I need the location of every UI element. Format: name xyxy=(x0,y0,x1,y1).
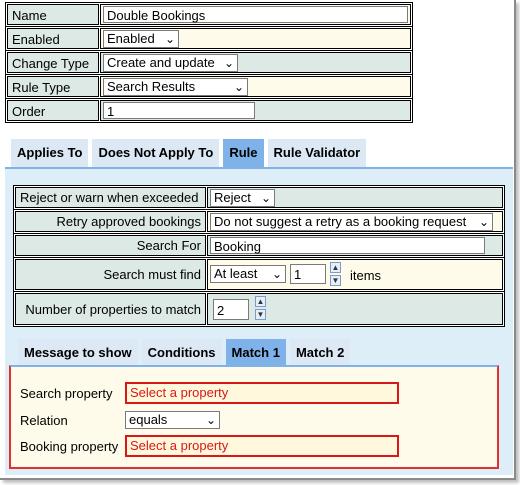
rule-properties-table: Name Double Bookings Enabled Enabled ⌄ C… xyxy=(5,2,413,123)
reject-row: Reject or warn when exceeded Reject ⌄ xyxy=(14,186,504,210)
booking-property-select[interactable]: Select a property xyxy=(125,435,399,457)
name-label: Name xyxy=(7,4,99,25)
must-find-spinner: ▲ ▼ xyxy=(330,262,341,288)
num-props-spinner: ▲ ▼ xyxy=(255,296,266,322)
change-type-label: Change Type xyxy=(7,52,99,73)
search-for-label: Search For xyxy=(15,235,206,256)
relation-label: Relation xyxy=(20,413,68,428)
arrow-down-icon[interactable]: ▼ xyxy=(255,309,266,320)
tab-rule[interactable]: Rule xyxy=(223,139,264,167)
must-find-mode-select[interactable]: At least ⌄ xyxy=(210,265,286,283)
num-props-row: Number of properties to match 2 ▲ ▼ xyxy=(14,292,504,326)
rule-type-select-value: Search Results xyxy=(107,79,196,94)
name-row: Name Double Bookings xyxy=(6,3,412,27)
chevron-down-icon: ⌄ xyxy=(205,413,216,427)
search-for-row: Search For Booking xyxy=(14,234,504,258)
enabled-select-value: Enabled xyxy=(107,31,155,46)
chevron-down-icon: ⌄ xyxy=(233,80,244,94)
reject-select-value: Reject xyxy=(214,190,251,205)
relation-select-value: equals xyxy=(129,412,168,427)
num-props-input[interactable]: 2 xyxy=(213,299,249,320)
change-type-select[interactable]: Create and update ⌄ xyxy=(103,54,238,72)
enabled-label: Enabled xyxy=(7,28,99,49)
main-tabs: Applies To Does Not Apply To Rule Rule V… xyxy=(11,139,370,167)
change-type-cell: Create and update ⌄ xyxy=(100,52,411,73)
rule-type-label: Rule Type xyxy=(7,76,99,97)
search-for-cell: Booking xyxy=(207,235,503,256)
chevron-down-icon: ⌄ xyxy=(223,56,234,70)
reject-label: Reject or warn when exceeded xyxy=(15,187,206,208)
rule-panel: Reject or warn when exceeded Reject ⌄ Re… xyxy=(5,167,513,475)
num-props-cell: 2 ▲ ▼ xyxy=(207,293,503,325)
enabled-cell: Enabled ⌄ xyxy=(100,28,411,49)
match-tabs: Message to show Conditions Match 1 Match… xyxy=(18,339,354,367)
name-cell: Double Bookings xyxy=(100,4,411,25)
match-panel: Search property Select a property Relati… xyxy=(9,365,499,469)
order-cell: 1 xyxy=(100,100,411,121)
change-type-row: Change Type Create and update ⌄ xyxy=(6,51,412,75)
must-find-count-input[interactable]: 1 xyxy=(290,264,326,284)
rule-type-row: Rule Type Search Results ⌄ xyxy=(6,75,412,99)
tab-message-to-show[interactable]: Message to show xyxy=(18,339,138,367)
search-property-select[interactable]: Select a property xyxy=(125,382,399,404)
retry-label: Retry approved bookings xyxy=(15,211,206,232)
enabled-row: Enabled Enabled ⌄ xyxy=(6,27,412,51)
tab-rule-validator[interactable]: Rule Validator xyxy=(267,139,367,167)
rule-type-cell: Search Results ⌄ xyxy=(100,76,411,97)
relation-select[interactable]: equals ⌄ xyxy=(125,411,220,429)
name-input[interactable]: Double Bookings xyxy=(103,6,408,23)
arrow-up-icon[interactable]: ▲ xyxy=(255,296,266,307)
chevron-down-icon: ⌄ xyxy=(164,32,175,46)
tab-match-2[interactable]: Match 2 xyxy=(289,339,351,367)
reject-select[interactable]: Reject ⌄ xyxy=(210,189,275,207)
tab-does-not-apply-to[interactable]: Does Not Apply To xyxy=(92,139,220,167)
must-find-mode-value: At least xyxy=(214,266,258,281)
rule-settings-table: Reject or warn when exceeded Reject ⌄ Re… xyxy=(13,185,505,327)
tab-conditions[interactable]: Conditions xyxy=(141,339,222,367)
change-type-select-value: Create and update xyxy=(107,55,215,70)
must-find-row: Search must find At least ⌄ 1 ▲ ▼ items xyxy=(14,258,504,292)
num-props-label: Number of properties to match xyxy=(15,293,206,325)
search-for-input[interactable]: Booking xyxy=(210,237,485,254)
enabled-select[interactable]: Enabled ⌄ xyxy=(103,30,179,48)
rule-type-select[interactable]: Search Results ⌄ xyxy=(103,78,248,96)
retry-row: Retry approved bookings Do not suggest a… xyxy=(14,210,504,234)
chevron-down-icon: ⌄ xyxy=(271,267,282,281)
arrow-down-icon[interactable]: ▼ xyxy=(330,275,341,286)
retry-select-value: Do not suggest a retry as a booking requ… xyxy=(214,214,467,229)
arrow-up-icon[interactable]: ▲ xyxy=(330,262,341,273)
tab-applies-to[interactable]: Applies To xyxy=(11,139,89,167)
order-label: Order xyxy=(7,100,99,121)
order-input[interactable]: 1 xyxy=(103,102,255,119)
chevron-down-icon: ⌄ xyxy=(478,215,489,229)
must-find-cell: At least ⌄ 1 ▲ ▼ items xyxy=(207,259,503,290)
reject-cell: Reject ⌄ xyxy=(207,187,503,208)
retry-select[interactable]: Do not suggest a retry as a booking requ… xyxy=(210,213,493,231)
order-row: Order 1 xyxy=(6,99,412,122)
search-property-label: Search property xyxy=(20,386,113,401)
booking-property-label: Booking property xyxy=(20,439,119,454)
must-find-label: Search must find xyxy=(15,259,206,290)
tab-match-1[interactable]: Match 1 xyxy=(225,339,286,367)
must-find-unit: items xyxy=(350,268,382,283)
retry-cell: Do not suggest a retry as a booking requ… xyxy=(207,211,503,232)
chevron-down-icon: ⌄ xyxy=(260,191,271,205)
